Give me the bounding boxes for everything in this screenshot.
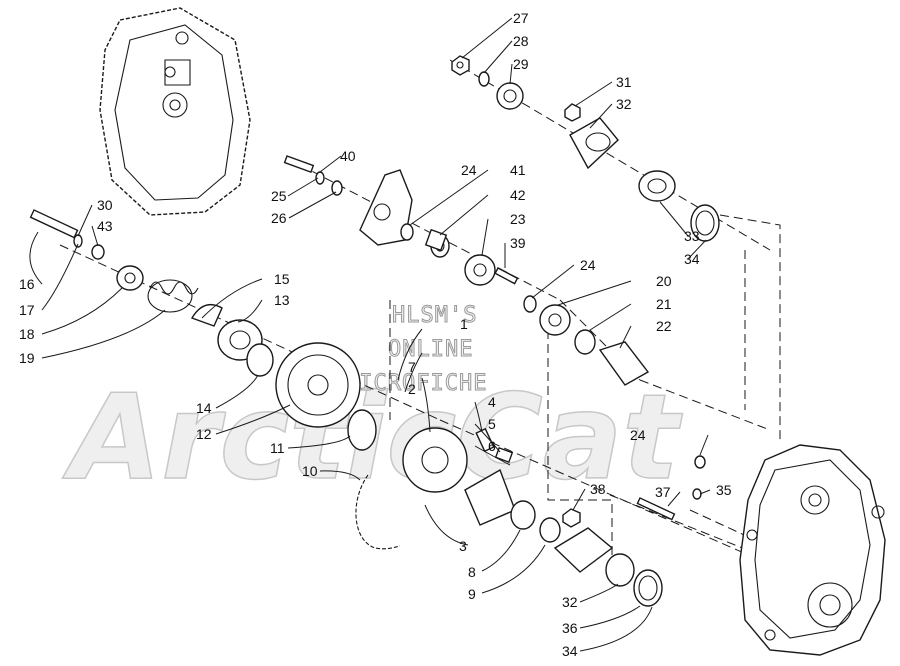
callout-24-a: 24	[461, 162, 477, 178]
callout-35: 35	[716, 482, 732, 498]
callout-37: 37	[655, 484, 671, 500]
watermark-line-1: HLSM'S	[392, 303, 477, 328]
callout-9: 9	[468, 586, 476, 602]
callout-24-b: 24	[580, 257, 596, 273]
callout-39: 39	[510, 235, 526, 251]
callout-32-a: 32	[616, 96, 632, 112]
callout-23: 23	[510, 211, 526, 227]
callout-6: 6	[488, 438, 496, 454]
callout-3: 3	[459, 538, 467, 554]
callout-21: 21	[656, 296, 672, 312]
top-shaft-group	[451, 55, 720, 242]
callout-24-c: 24	[630, 427, 646, 443]
callout-43: 43	[97, 218, 113, 234]
callout-11: 11	[270, 440, 285, 456]
leader-lines	[29, 17, 711, 652]
callout-38: 38	[590, 481, 606, 497]
drive-chain	[355, 474, 401, 550]
watermark-line-3: MICROFICHE	[345, 371, 487, 396]
callout-17: 17	[19, 302, 35, 318]
callout-22: 22	[656, 318, 672, 334]
chain-case-cover	[99, 7, 251, 216]
callout-40: 40	[340, 148, 356, 164]
callout-1: 1	[460, 316, 468, 332]
callout-42: 42	[510, 187, 526, 203]
callout-19: 19	[19, 350, 35, 366]
callout-27: 27	[513, 10, 529, 26]
callout-4: 4	[488, 394, 496, 410]
callout-5: 5	[488, 416, 496, 432]
callout-15: 15	[274, 271, 290, 287]
callout-12: 12	[196, 426, 212, 442]
callout-41: 41	[510, 162, 526, 178]
callout-34-b: 34	[562, 643, 578, 659]
callout-16: 16	[19, 276, 35, 292]
callout-2: 2	[408, 381, 416, 397]
watermark-line-2: ONLINE	[388, 337, 473, 362]
callout-20: 20	[656, 273, 672, 289]
callout-31: 31	[616, 74, 632, 90]
callout-25: 25	[271, 188, 287, 204]
callout-36: 36	[562, 620, 578, 636]
callout-26: 26	[271, 210, 287, 226]
callout-10: 10	[302, 463, 318, 479]
callout-29: 29	[513, 56, 529, 72]
chain-case-housing	[739, 444, 886, 656]
lower-shaft-group	[29, 209, 706, 607]
callout-34-a: 34	[684, 251, 700, 267]
callout-33: 33	[684, 228, 700, 244]
callout-18: 18	[19, 326, 35, 342]
callout-13: 13	[274, 292, 290, 308]
middle-shaft-group	[283, 155, 650, 386]
callout-28: 28	[513, 33, 529, 49]
callout-8: 8	[468, 564, 476, 580]
callout-32-b: 32	[562, 594, 578, 610]
callout-30: 30	[97, 197, 113, 213]
callout-labels: 1 2 3 4 5 6 7 8 9 10 11 12 13 14 15 16 1…	[19, 10, 732, 659]
callout-7: 7	[408, 359, 416, 375]
callout-14: 14	[196, 400, 212, 416]
